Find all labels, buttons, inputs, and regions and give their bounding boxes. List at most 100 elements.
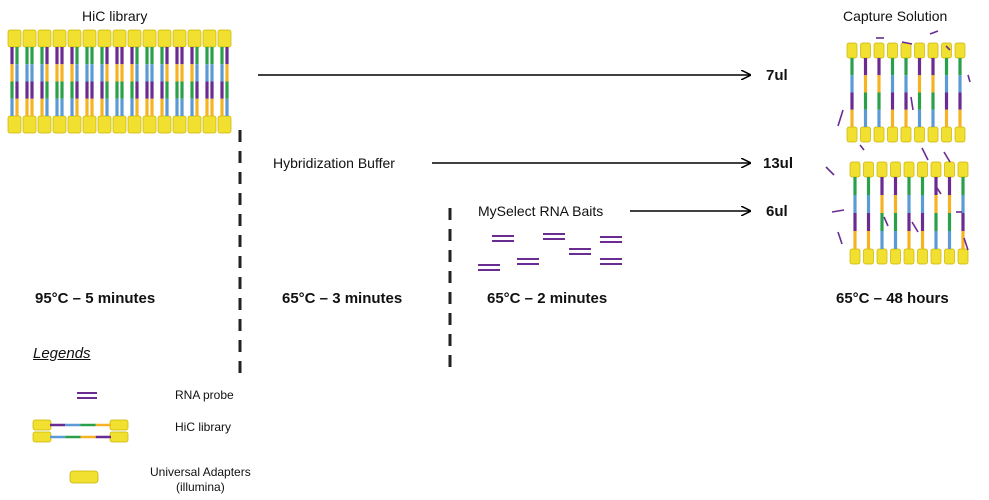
- adapter-block: [863, 161, 874, 178]
- adapter-block: [82, 29, 97, 48]
- adapter-block: [957, 161, 969, 178]
- adapter-block: [112, 115, 127, 134]
- adapter-block: [97, 115, 112, 134]
- adapter-block: [849, 248, 861, 265]
- adapter-block: [930, 161, 942, 178]
- adapter-block: [109, 431, 129, 443]
- probe-fragment: [943, 151, 951, 163]
- adapter-block: [32, 431, 52, 443]
- adapter-block: [887, 42, 898, 59]
- volume-7ul: 7ul: [766, 67, 788, 84]
- adapter-block: [876, 161, 888, 178]
- adapter-block: [202, 115, 217, 134]
- hybridization-buffer-label: Hybridization Buffer: [273, 155, 395, 171]
- probe-fragment: [911, 221, 919, 233]
- adapter-block: [127, 29, 142, 48]
- adapter-block: [860, 42, 871, 59]
- volume-13ul: 13ul: [763, 155, 794, 172]
- adapter-block: [914, 126, 925, 143]
- adapter-block: [202, 29, 217, 48]
- adapter-block: [172, 115, 187, 134]
- adapter-block: [187, 29, 202, 48]
- capture-solution-strands: [846, 42, 969, 265]
- probe-fragment: [837, 109, 844, 127]
- adapter-block: [22, 29, 37, 48]
- adapter-block: [917, 161, 928, 178]
- adapter-block: [82, 115, 97, 134]
- probe-fragment: [831, 209, 845, 213]
- adapter-block: [914, 42, 925, 59]
- adapter-block: [860, 126, 871, 143]
- adapter-block: [97, 29, 112, 48]
- legend-heading: Legends: [33, 345, 91, 362]
- adapter-block: [142, 29, 157, 48]
- adapter-block: [37, 29, 52, 48]
- step1-temperature: 95°C – 5 minutes: [35, 290, 156, 307]
- adapter-block: [957, 248, 969, 265]
- adapter-block: [900, 126, 912, 143]
- adapter-block: [112, 29, 127, 48]
- probe-fragment: [910, 96, 914, 111]
- adapter-block: [52, 29, 67, 48]
- adapter-block: [109, 419, 129, 431]
- adapter-block: [944, 248, 955, 265]
- adapter-block: [849, 161, 861, 178]
- adapter-block: [127, 115, 142, 134]
- adapter-block: [7, 115, 22, 134]
- adapter-block: [67, 29, 82, 48]
- probe-fragment: [963, 237, 969, 251]
- adapter-block: [187, 115, 202, 134]
- probe-fragment: [883, 216, 889, 227]
- probe-fragment: [967, 74, 971, 83]
- adapter-block: [903, 161, 915, 178]
- adapter-block: [954, 126, 966, 143]
- adapter-block: [903, 248, 915, 265]
- legend-adapter-icon: [69, 470, 99, 484]
- legend-hic-library-icon: [32, 419, 129, 443]
- adapter-block: [954, 42, 966, 59]
- step2-temperature: 65°C – 3 minutes: [282, 290, 403, 307]
- capture-solution-title: Capture Solution: [843, 8, 948, 24]
- legend-adapters-line2: (illumina): [176, 480, 225, 494]
- adapter-block: [142, 115, 157, 134]
- adapter-block: [846, 42, 858, 59]
- adapter-block: [876, 248, 888, 265]
- adapter-block: [927, 42, 939, 59]
- adapter-block: [157, 115, 172, 134]
- myselect-baits-label: MySelect RNA Baits: [478, 203, 604, 219]
- hic-library-title: HiC library: [82, 8, 148, 24]
- legend-rna-probe-icon: [77, 392, 97, 399]
- adapter-block: [930, 248, 942, 265]
- adapter-block: [944, 161, 955, 178]
- step3-temperature: 65°C – 2 minutes: [487, 290, 608, 307]
- probe-fragment: [901, 41, 913, 45]
- adapter-block: [217, 115, 232, 134]
- adapter-block: [941, 42, 952, 59]
- legend-hic-library-label: HiC library: [175, 420, 232, 434]
- adapter-block: [37, 115, 52, 134]
- probe-fragment: [929, 30, 939, 35]
- adapter-block: [917, 248, 928, 265]
- adapter-block: [217, 29, 232, 48]
- adapter-block: [22, 115, 37, 134]
- adapter-block: [846, 126, 858, 143]
- probe-fragment: [945, 45, 951, 51]
- adapter-block: [890, 248, 901, 265]
- probe-fragment: [837, 231, 843, 245]
- adapter-block: [890, 161, 901, 178]
- adapter-block: [927, 126, 939, 143]
- adapter-block: [172, 29, 187, 48]
- adapter-block: [873, 126, 885, 143]
- legend-adapters-label: Universal Adapters (illumina): [150, 465, 251, 495]
- adapter-block: [52, 115, 67, 134]
- probe-fragment: [921, 147, 929, 161]
- rna-baits-cluster: [478, 233, 622, 271]
- legend-adapters-line1: Universal Adapters: [150, 465, 251, 479]
- free-probe-fragments: [825, 30, 971, 251]
- hic-library-strands: [7, 29, 232, 134]
- adapter-block: [887, 126, 898, 143]
- legend-rna-probe-label: RNA probe: [175, 388, 234, 402]
- adapter-block: [900, 42, 912, 59]
- adapter-block: [32, 419, 52, 431]
